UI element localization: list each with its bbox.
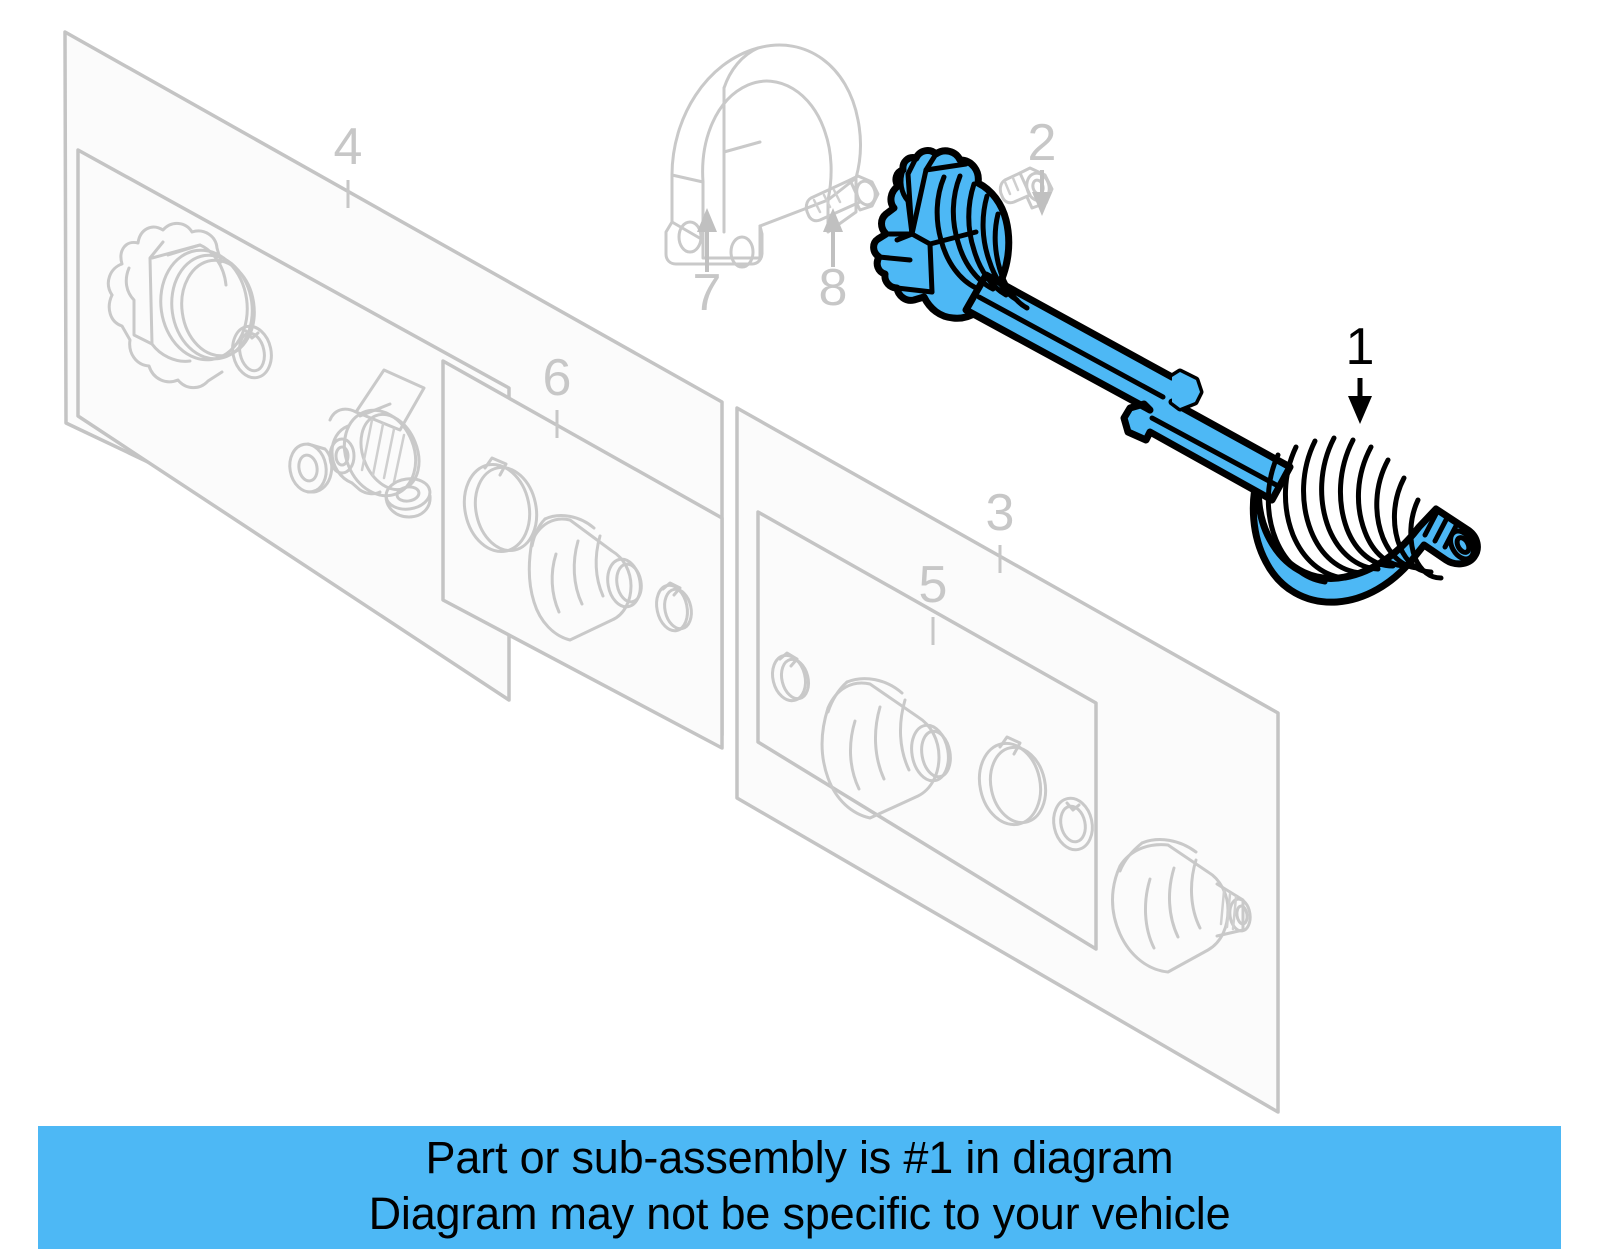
callout-3-label: 3 <box>986 484 1015 542</box>
callout-1-label: 1 <box>1346 318 1375 376</box>
callout-4: 4 <box>334 118 363 208</box>
shaft-contours <box>976 294 1283 490</box>
inner-joint-flange <box>876 151 979 295</box>
outer-boot-convolutions <box>1265 435 1444 585</box>
axle-shaft-assembly[interactable] <box>870 147 1481 606</box>
panel-group <box>63 30 1280 1114</box>
circlip-right <box>1052 796 1094 852</box>
clamp-middle-large <box>462 456 539 554</box>
callout-7: 7 <box>693 208 722 322</box>
callout-2-label: 2 <box>1028 114 1057 172</box>
callout-4-label: 4 <box>334 118 363 176</box>
callout-5-label: 5 <box>919 556 948 614</box>
callout-6-label: 6 <box>543 349 572 407</box>
clamp-middle-small <box>655 581 693 633</box>
callout-6: 6 <box>543 349 572 438</box>
callout-1: 1 <box>1346 318 1375 424</box>
clamp-right-small <box>771 651 811 703</box>
boot-middle <box>527 514 643 642</box>
bearing-small <box>288 442 334 494</box>
callout-8-label: 8 <box>819 259 848 317</box>
callout-2: 2 <box>1028 114 1057 216</box>
panel-inner-middle <box>441 359 724 750</box>
splined-stub <box>1422 509 1476 562</box>
boot-right <box>820 677 952 820</box>
bolt-lower <box>804 174 880 223</box>
cv-joint-inner <box>106 222 256 390</box>
cv-joint-outer <box>1111 838 1252 974</box>
circlip-left <box>231 324 273 380</box>
callout-5: 5 <box>919 556 948 645</box>
panel-inner-right <box>756 510 1098 951</box>
panel-inner-left <box>76 148 511 702</box>
banner-line-1: Part or sub-assembly is #1 in diagram <box>425 1132 1174 1183</box>
banner-line-2: Diagram may not be specific to your vehi… <box>368 1188 1231 1239</box>
callout-8: 8 <box>819 208 848 317</box>
clamp-right-large <box>977 735 1048 827</box>
callout-7-label: 7 <box>693 264 722 322</box>
callout-3: 3 <box>986 484 1015 573</box>
tripod-joint <box>328 368 426 498</box>
spacer-ring <box>384 477 432 519</box>
diagram-note-banner: Part or sub-assembly is #1 in diagram Di… <box>38 1126 1561 1249</box>
